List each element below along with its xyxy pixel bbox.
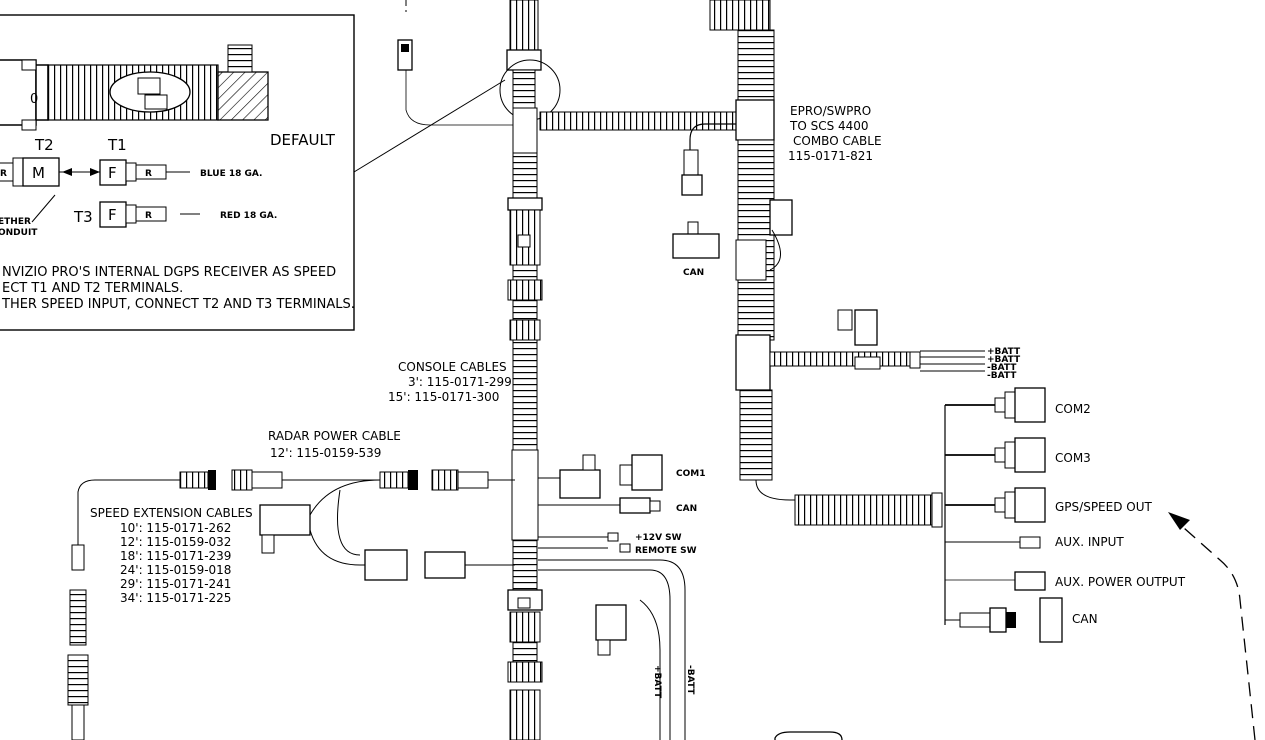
combo-harness [709,0,795,501]
note-line-2: ECT T1 AND T2 TERMINALS. [2,281,183,296]
switch-wires: +12V SW REMOTE SW +BATT -BATT [538,532,697,740]
t2-label: T2 [34,136,54,154]
note-line-1: NVIZIO PRO'S INTERNAL DGPS RECEIVER AS S… [2,265,336,280]
console-harness [499,0,561,740]
com1-label: COM1 [676,469,705,479]
speed-label-2: 12': 115-0159-032 [120,535,231,549]
com1-can-branch: COM1 CAN [538,454,705,514]
terminal-detail-box: 0 DEFAULT T2 T1 R M F R BLUE 18 GA. ETHE… [0,14,506,331]
conduit-label: ONDUIT [0,228,38,238]
top-can-connector: CAN [672,123,740,278]
default-label: DEFAULT [270,131,336,149]
top-left-connector [397,0,515,126]
output-fan: COM2 COM3 GPS/SPEED OUT AUX. INPUT AUX. … [944,387,1186,643]
t1-label: T1 [107,136,127,154]
bottom-component [774,731,843,740]
blue-wire-label: BLUE 18 GA. [200,169,262,179]
aux-power-output-label: AUX. POWER OUTPUT [1055,575,1186,589]
t2-r-label: R [0,169,7,179]
com3-label: COM3 [1055,451,1091,465]
plus-batt-label: +BATT [652,665,662,699]
console-label-3: 15': 115-0171-300 [388,390,499,404]
console-cable-labels: CONSOLE CABLES 3': 115-0171-299 15': 115… [388,360,512,404]
terminal-zero-label: 0 [30,92,38,107]
coiled-cable [794,494,941,526]
speed-title-label: SPEED EXTENSION CABLES [90,506,253,520]
epro-label-4: 115-0171-821 [788,149,873,163]
speed-label-5: 29': 115-0171-241 [120,577,231,591]
speed-label-3: 18': 115-0171-239 [120,549,231,563]
speed-label-1: 10': 115-0171-262 [120,521,231,535]
tether-label: ETHER [0,217,31,227]
speed-label-4: 24': 115-0159-018 [120,563,231,577]
batt-label-3: -BATT [987,363,1017,373]
com2-label: COM2 [1055,402,1091,416]
epro-label-group: EPRO/SWPRO TO SCS 4400 COMBO CABLE 115-0… [788,104,882,163]
t2-m-label: M [32,164,45,182]
batt-label-4: -BATT [987,371,1017,381]
console-label-2: 3': 115-0171-299 [408,375,512,389]
t1-f-label: F [108,164,117,182]
right-can-label: CAN [1072,612,1098,626]
battery-branch: +BATT +BATT -BATT -BATT [769,309,1021,381]
cross-conduit [539,111,741,131]
dashed-arrow [1168,512,1256,740]
epro-label-1: EPRO/SWPRO [790,104,871,118]
t3-f-label: F [108,206,117,224]
sw12-label: +12V SW [635,533,682,543]
t3-r-label: R [145,211,152,221]
aux-input-label: AUX. INPUT [1055,535,1124,549]
batt-label-2: +BATT [987,355,1021,365]
console-can-label: CAN [676,504,697,514]
speed-extension-branch: SPEED EXTENSION CABLES 10': 115-0171-262… [67,479,515,740]
batt-label-1: +BATT [987,347,1021,357]
remote-sw-label: REMOTE SW [635,546,697,556]
red-wire-label: RED 18 GA. [220,211,277,221]
minus-batt-label: -BATT [685,665,695,695]
t3-label: T3 [73,208,93,226]
gps-speed-out-label: GPS/SPEED OUT [1055,500,1152,514]
radar-power-cable: RADAR POWER CABLE 12': 115-0159-539 [77,429,515,545]
note-line-3: THER SPEED INPUT, CONNECT T2 AND T3 TERM… [1,297,355,312]
epro-label-2: TO SCS 4400 [789,119,869,133]
radar-label-2: 12': 115-0159-539 [270,446,381,460]
epro-label-3: COMBO CABLE [793,134,882,148]
t1-r-label: R [145,169,152,179]
radar-label-1: RADAR POWER CABLE [268,429,401,443]
speed-label-6: 34': 115-0171-225 [120,591,231,605]
top-can-label: CAN [683,268,704,278]
console-label-1: CONSOLE CABLES [398,360,507,374]
